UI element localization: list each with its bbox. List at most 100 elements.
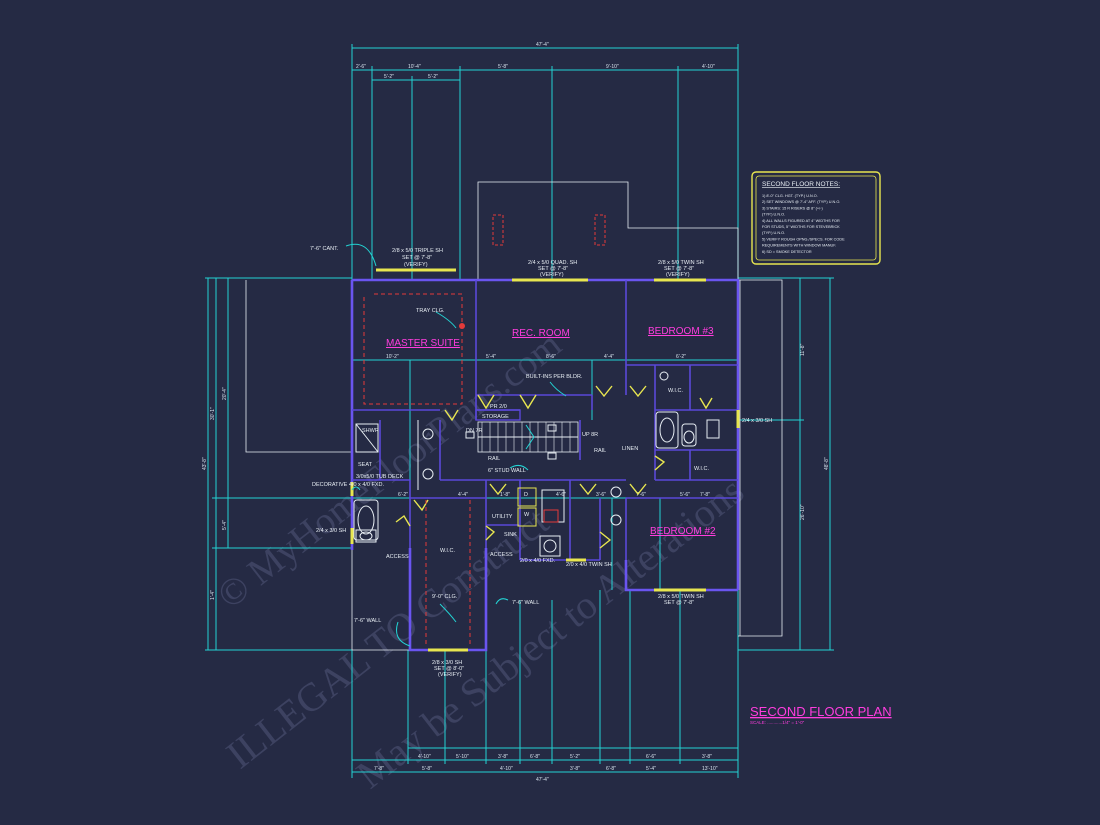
- dim-bot2-3: 3'-8": [498, 754, 508, 760]
- dim-bot1-3: 4'-10": [500, 766, 513, 772]
- room-rec-room: REC. ROOM: [512, 328, 570, 339]
- dim-top-1: 2'-6": [356, 64, 366, 70]
- dim-bot1-2: 5'-8": [422, 766, 432, 772]
- title-block: SECOND FLOOR PLAN SCALE: ............1/4…: [750, 704, 892, 725]
- label-access1: ACCESS: [386, 554, 409, 560]
- label-dn: DN 7R: [466, 428, 483, 434]
- label-wic-master: W.I.C.: [440, 548, 455, 554]
- note-item: (TYP.) U.N.O.: [762, 231, 785, 235]
- note-item: 2) SET WINDOWS @ 7'-4" AFF. (TYP.) U.N.O…: [762, 200, 840, 204]
- label-win-wic-1: 2/8 x 3/0 SH: [432, 660, 462, 666]
- leader-lines: [345, 243, 567, 647]
- dim-top-3: 5'-8": [498, 64, 508, 70]
- note-item: 6) SD = SMOKE DETECTOR: [762, 250, 812, 254]
- label-utility: UTILITY: [492, 514, 513, 520]
- dim-inner-8: 3'-6": [596, 492, 606, 498]
- dim-inner-1: 10'-2": [386, 354, 399, 360]
- label-decorative: DECORATIVE 4/0 x 4/0 FXD.: [312, 482, 385, 488]
- dim-right-1: 11'-8": [800, 343, 806, 356]
- dim-inner-2: 5'-4": [486, 354, 496, 360]
- dim-overall-top: 47'-4": [536, 42, 549, 48]
- dim-overall-bot: 47'-4": [536, 777, 549, 783]
- label-win-rec-1: 2/4 x 5/0 QUAD. SH: [528, 260, 577, 266]
- label-win-b3-2: SET @ 7'-8": [664, 266, 694, 272]
- label-cant: 7'-6" CANT.: [310, 246, 339, 252]
- dim-top2-2: 5'-2": [428, 74, 438, 80]
- label-win-master-1: 2/8 x 5/0 TRIPLE SH: [392, 248, 443, 254]
- label-sh-24-30-b: 2/4 x 3/0 SH: [742, 418, 772, 424]
- fixtures: [353, 371, 720, 557]
- dim-top-4: 9'-10": [606, 64, 619, 70]
- dim-bot2-2: 5'-10": [456, 754, 469, 760]
- stairs: [477, 421, 579, 453]
- dim-left-3: 20'-4": [222, 387, 228, 400]
- label-win-wic-2: SET @ 8'-0": [434, 666, 464, 672]
- label-win-rec-2: SET @ 7'-8": [538, 266, 568, 272]
- label-clg-9: 9'-0" CLG.: [432, 594, 458, 600]
- note-item: FOR STUDS, 5" WIDTHS FOR STEVEBRICK: [762, 225, 840, 229]
- dim-bot2-7: 3'-8": [702, 754, 712, 760]
- annotation-labels: TRAY CLG. STORAGE PR 2/0 BUILT-INS PER B…: [310, 246, 772, 678]
- dim-bot1-6: 5'-4": [646, 766, 656, 772]
- label-win-rec-3: (VERIFY): [540, 272, 564, 278]
- room-bedroom2: BEDROOM #2: [650, 526, 716, 537]
- note-item: 5) VERIFY ROUGH OPNG./SPECS. FOR CODE: [762, 237, 845, 241]
- dim-top2-1: 5'-2": [384, 74, 394, 80]
- dim-left-2: 30'-1": [210, 407, 216, 420]
- label-rail1: RAIL: [488, 456, 500, 462]
- label-linen: LINEN: [622, 446, 638, 452]
- notes-title: SECOND FLOOR NOTES:: [762, 181, 840, 188]
- dim-inner-9: 7'-6": [636, 492, 646, 498]
- label-win-b3-1: 2/8 x 5/0 TWIN SH: [658, 260, 704, 266]
- label-washer: W: [524, 512, 530, 518]
- note-item: (TYP.) U.N.O.: [762, 213, 785, 217]
- dim-bot1-4: 3'-8": [570, 766, 580, 772]
- dim-inner-13: 5'-6": [680, 492, 690, 498]
- label-storage: STORAGE: [482, 414, 509, 420]
- label-built-ins: BUILT-INS PER BLDR.: [526, 374, 583, 380]
- label-pr: PR 2/0: [490, 404, 507, 410]
- dim-inner-11: 4'-4": [458, 492, 468, 498]
- label-shwr: SHWR: [362, 428, 379, 434]
- doors: [350, 268, 740, 652]
- note-item: REQUIREMENTS WITH WINDOW MANUF.: [762, 244, 836, 248]
- label-win-wic-3: (VERIFY): [438, 672, 462, 678]
- dim-bot2-5: 5'-2": [570, 754, 580, 760]
- label-dryer: D: [524, 492, 528, 498]
- label-wic-b2: W.I.C.: [694, 466, 709, 472]
- ceiling-lines: [363, 293, 471, 646]
- dim-inner-6: 6'-2": [398, 492, 408, 498]
- note-item: 1) 8'-0" CLG. HGT. (TYP.) U.N.O.: [762, 194, 818, 198]
- dim-left-5: 1'-4": [210, 590, 216, 600]
- dim-left-1: 43'-8": [202, 457, 208, 470]
- plan-scale: SCALE: ............1/4" = 1'-0": [750, 720, 805, 725]
- dimension-texts: 47'-4" 2'-6" 10'-4" 5'-8" 9'-10" 4'-10" …: [202, 42, 830, 783]
- label-sink: SINK: [504, 532, 517, 538]
- dim-bot2-1: 4'-10": [418, 754, 431, 760]
- label-win-master-2: SET @ 7'-8": [402, 255, 432, 261]
- notes-list: 1) 8'-0" CLG. HGT. (TYP.) U.N.O. 2) SET W…: [762, 194, 845, 254]
- label-seat: SEAT: [358, 462, 373, 468]
- dim-right-3: 26'-10": [800, 504, 806, 520]
- label-sh-24-30: 2/4 x 3/0 SH: [316, 528, 346, 534]
- label-up: UP 8R: [582, 432, 598, 438]
- room-bedroom3: BEDROOM #3: [648, 326, 714, 337]
- label-twin: 2/0 x 4/0 TWIN SH: [566, 562, 612, 568]
- label-rail2: RAIL: [594, 448, 606, 454]
- label-win-master-3: (VERIFY): [404, 262, 428, 268]
- label-wall-7-6b: 7'-6" WALL: [512, 600, 539, 606]
- outline-lines: [245, 181, 783, 651]
- dim-inner-12: 4'-6": [556, 492, 566, 498]
- note-item: 4) ALL WALLS FIGURED AT 4" WIDTHS FOR: [762, 219, 840, 223]
- label-access2: ACCESS: [490, 552, 513, 558]
- label-tray-clg: TRAY CLG.: [416, 308, 445, 314]
- dim-inner-4: 4'-4": [604, 354, 614, 360]
- label-stud-wall: 6" STUD WALL: [488, 468, 526, 474]
- label-tub-deck: 3/0x5/0 TUB DECK: [356, 474, 404, 480]
- dim-bot2-4: 6'-8": [530, 754, 540, 760]
- note-item: 3) STAIRS: 15 R RISERS @ 8" (+/-): [762, 206, 823, 210]
- dim-bot1-5: 6'-8": [606, 766, 616, 772]
- label-fxd: 2/0 x 4/0 FXD.: [520, 558, 556, 564]
